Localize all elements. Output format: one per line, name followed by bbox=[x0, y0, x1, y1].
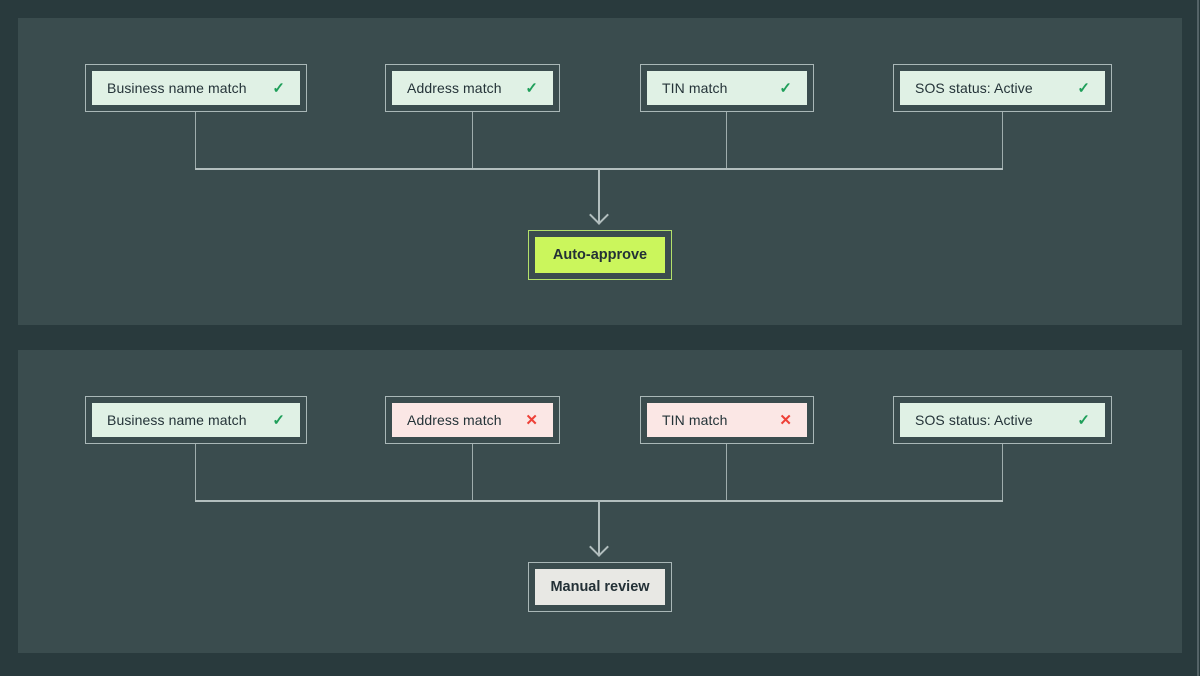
connector-stub bbox=[1002, 444, 1003, 500]
connector-bus bbox=[195, 500, 1003, 502]
check-icon: ✓ bbox=[525, 79, 538, 97]
window-edge bbox=[1197, 0, 1199, 676]
arrow-down-icon bbox=[589, 537, 609, 557]
x-icon: ✕ bbox=[525, 411, 538, 429]
check-icon: ✓ bbox=[1077, 79, 1090, 97]
connector-bus bbox=[195, 168, 1003, 170]
x-icon: ✕ bbox=[779, 411, 792, 429]
check-icon: ✓ bbox=[1077, 411, 1090, 429]
check-label: Business name match bbox=[107, 80, 247, 96]
check-node-tin: TIN match ✓ bbox=[640, 64, 814, 112]
check-label: Business name match bbox=[107, 412, 247, 428]
connector-stub bbox=[472, 444, 473, 500]
connector-arrow-line bbox=[598, 170, 600, 222]
check-node-sos-status: SOS status: Active ✓ bbox=[893, 64, 1112, 112]
connector-stub bbox=[726, 444, 727, 500]
check-node-sos-status: SOS status: Active ✓ bbox=[893, 396, 1112, 444]
node-frame: Address match ✓ bbox=[392, 71, 553, 105]
check-label: SOS status: Active bbox=[915, 80, 1033, 96]
check-label: TIN match bbox=[662, 412, 728, 428]
node-frame: SOS status: Active ✓ bbox=[900, 403, 1105, 437]
check-node-address: Address match ✕ bbox=[385, 396, 560, 444]
outcome-node-manual-review: Manual review bbox=[528, 562, 672, 612]
node-frame: Business name match ✓ bbox=[92, 403, 300, 437]
outcome-label: Manual review bbox=[550, 579, 650, 595]
node-frame: Address match ✕ bbox=[392, 403, 553, 437]
node-frame: TIN match ✕ bbox=[647, 403, 807, 437]
connector-stub bbox=[195, 444, 196, 500]
connector-stub bbox=[195, 112, 196, 168]
node-frame: Business name match ✓ bbox=[92, 71, 300, 105]
check-node-address: Address match ✓ bbox=[385, 64, 560, 112]
check-icon: ✓ bbox=[779, 79, 792, 97]
outcome-label: Auto-approve bbox=[552, 247, 648, 263]
check-node-business-name: Business name match ✓ bbox=[85, 64, 307, 112]
node-frame: Auto-approve bbox=[535, 237, 665, 273]
manual-review-flow-panel: Business name match ✓ Address match ✕ TI… bbox=[18, 350, 1182, 653]
connector-stub bbox=[726, 112, 727, 168]
outcome-node-auto-approve: Auto-approve bbox=[528, 230, 672, 280]
arrow-down-icon bbox=[589, 205, 609, 225]
connector-stub bbox=[472, 112, 473, 168]
check-label: Address match bbox=[407, 80, 502, 96]
auto-approve-flow-panel: Business name match ✓ Address match ✓ TI… bbox=[18, 18, 1182, 325]
node-frame: Manual review bbox=[535, 569, 665, 605]
node-frame: SOS status: Active ✓ bbox=[900, 71, 1105, 105]
node-frame: TIN match ✓ bbox=[647, 71, 807, 105]
check-node-tin: TIN match ✕ bbox=[640, 396, 814, 444]
connector-stub bbox=[1002, 112, 1003, 168]
check-label: Address match bbox=[407, 412, 502, 428]
connector-arrow-line bbox=[598, 502, 600, 554]
check-label: SOS status: Active bbox=[915, 412, 1033, 428]
check-icon: ✓ bbox=[272, 411, 285, 429]
check-node-business-name: Business name match ✓ bbox=[85, 396, 307, 444]
check-label: TIN match bbox=[662, 80, 728, 96]
check-icon: ✓ bbox=[272, 79, 285, 97]
